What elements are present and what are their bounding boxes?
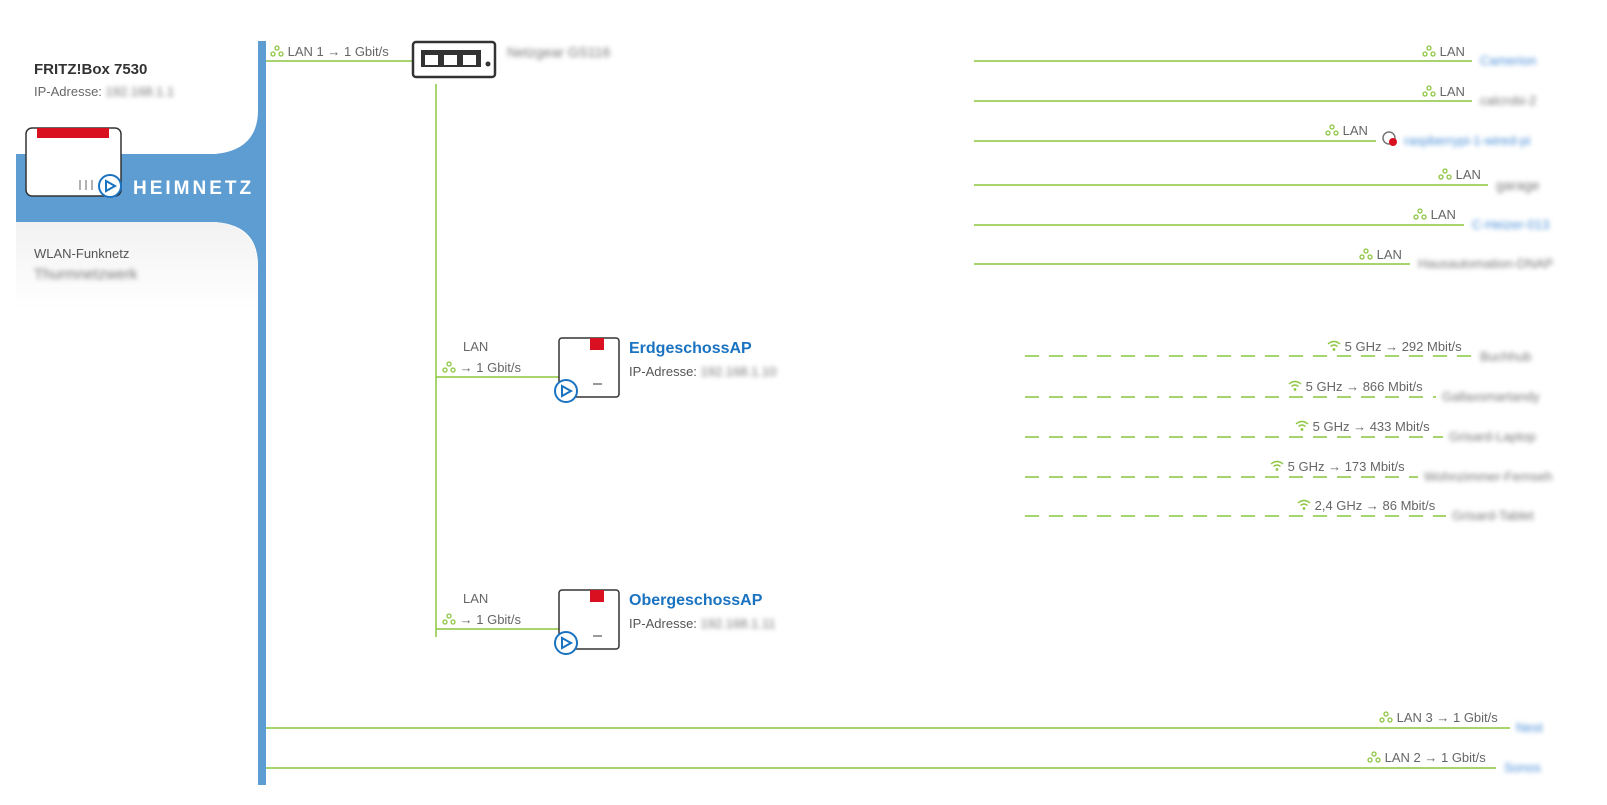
device-link[interactable]: Hausautomation-DNAP: [1418, 256, 1554, 271]
device-link[interactable]: Gallaxsmartandy: [1442, 389, 1540, 404]
wifi-icon: [1297, 499, 1311, 510]
device-link[interactable]: garage: [1496, 177, 1540, 193]
wifi-icon: [1288, 380, 1302, 391]
switch-device-conn: LAN: [1422, 44, 1465, 59]
fritzbox-title: FRITZ!Box 7530: [34, 61, 148, 78]
lan-port-conn: LAN 3 → 1 Gbit/s: [1379, 710, 1498, 725]
wifi-icon: [1327, 340, 1341, 351]
device-link[interactable]: calcrobi-2: [1480, 93, 1537, 108]
wifi-icon: [1295, 420, 1309, 431]
blocked-icon: [1382, 131, 1397, 146]
network-icon: [1413, 208, 1427, 220]
network-icon: [1438, 168, 1452, 180]
mesh-icon: [554, 631, 578, 655]
wifi-device-conn: 5 GHz → 433 Mbit/s: [1295, 419, 1430, 434]
wifi-device-conn: 2,4 GHz → 86 Mbit/s: [1297, 498, 1435, 513]
ap-conn-speed: → 1 Gbit/s: [442, 360, 521, 375]
switch-device-conn: LAN: [1359, 247, 1402, 262]
wifi-device-conn: 5 GHz → 292 Mbit/s: [1327, 339, 1462, 354]
wifi-icon: [1270, 460, 1284, 471]
ap-conn-top: LAN: [463, 339, 489, 354]
device-link[interactable]: Nest: [1516, 720, 1543, 735]
switch-port-label: LAN 1 → 1 Gbit/s: [270, 44, 389, 59]
mesh-icon: [98, 174, 122, 198]
switch-device-conn: LAN: [1438, 167, 1481, 182]
switch-device-conn: LAN: [1422, 84, 1465, 99]
device-link[interactable]: raspberrypi-1-wired-pi: [1404, 133, 1531, 148]
ap-name-link[interactable]: ObergeschossAP: [629, 592, 763, 609]
ip-value: 192.168.1.1: [105, 84, 175, 99]
switch-device-conn: LAN: [1413, 207, 1456, 222]
device-link[interactable]: Wohnzimmer-Fernseh: [1424, 469, 1553, 484]
device-link[interactable]: Camerion: [1480, 53, 1537, 68]
network-icon: [1367, 751, 1381, 763]
network-icon: [442, 613, 456, 625]
lan-port-conn: LAN 2 → 1 Gbit/s: [1367, 750, 1486, 765]
wlan-name[interactable]: Thurmnetzwerk: [34, 266, 138, 283]
mesh-icon: [554, 379, 578, 403]
fritzbox-device-image: [25, 127, 122, 197]
ap-ip: IP-Adresse: 192.168.1.10: [629, 364, 777, 379]
device-link[interactable]: Sonos: [1504, 760, 1541, 775]
wifi-device-conn: 5 GHz → 866 Mbit/s: [1288, 379, 1423, 394]
switch-icon: [411, 40, 497, 79]
ap-name-link[interactable]: ErdgeschossAP: [629, 340, 752, 357]
wifi-device-conn: 5 GHz → 173 Mbit/s: [1270, 459, 1405, 474]
network-icon: [442, 361, 456, 373]
wlan-label: WLAN-Funknetz: [34, 246, 130, 261]
device-link[interactable]: Buchhub: [1480, 349, 1532, 364]
ap-conn-top: LAN: [463, 591, 489, 606]
network-icon: [1359, 248, 1373, 260]
heimnetz-label: HEIMNETZ: [133, 178, 255, 199]
network-icon: [1422, 85, 1436, 97]
ap-ip: IP-Adresse: 192.168.1.11: [629, 616, 776, 631]
network-icon: [1325, 124, 1339, 136]
switch-device-conn: LAN: [1325, 123, 1368, 138]
heimnetz-band: [16, 41, 266, 785]
device-link[interactable]: Grisard-Tablet: [1452, 508, 1534, 523]
switch-name[interactable]: Netzgear GS116: [507, 44, 611, 60]
ip-label: IP-Adresse:: [34, 84, 102, 99]
fritzbox-ip: IP-Adresse: 192.168.1.1: [34, 84, 174, 99]
device-link[interactable]: Grisard-Laptop: [1449, 429, 1536, 444]
network-icon: [270, 45, 284, 57]
ap-conn-speed: → 1 Gbit/s: [442, 612, 521, 627]
network-icon: [1379, 711, 1393, 723]
device-link[interactable]: C-Heizer-013: [1472, 217, 1550, 232]
network-icon: [1422, 45, 1436, 57]
